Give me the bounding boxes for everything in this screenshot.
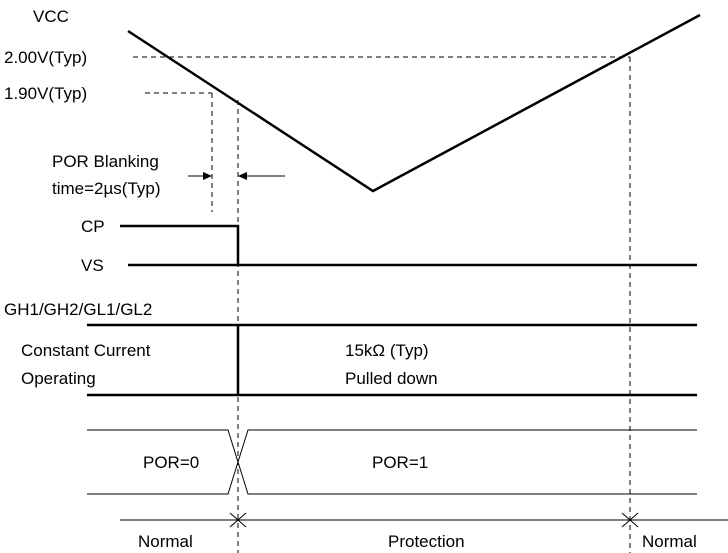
gate-state-after-line2: Pulled down bbox=[345, 369, 438, 388]
gate-state-before-line2: Operating bbox=[21, 369, 96, 388]
blanking-arrow-left-head bbox=[203, 172, 212, 180]
por-bus-lower bbox=[87, 429, 697, 495]
vcc-waveform bbox=[127, 13, 701, 193]
gate-state-before-line1: Constant Current bbox=[21, 341, 151, 360]
por-before-label: POR=0 bbox=[143, 453, 199, 472]
gate-label: GH1/GH2/GL1/GL2 bbox=[4, 300, 152, 319]
por-after-label: POR=1 bbox=[372, 453, 428, 472]
mode-normal-right: Normal bbox=[642, 532, 697, 551]
blanking-label-line2: time=2µs(Typ) bbox=[52, 179, 161, 198]
vs-label: VS bbox=[81, 256, 104, 275]
mode-boundary-right-mark bbox=[621, 512, 639, 528]
cp-label: CP bbox=[81, 217, 105, 236]
gate-state-after-line1: 15kΩ (Typ) bbox=[345, 341, 429, 360]
mode-protection: Protection bbox=[388, 532, 465, 551]
detect-threshold-label: 1.90V(Typ) bbox=[4, 84, 87, 103]
vcc-label: VCC bbox=[33, 7, 69, 26]
mode-normal-left: Normal bbox=[138, 532, 193, 551]
release-threshold-label: 2.00V(Typ) bbox=[4, 48, 87, 67]
blanking-arrow-right-head bbox=[238, 172, 247, 180]
blanking-label-line1: POR Blanking bbox=[52, 152, 159, 171]
cp-waveform bbox=[120, 224, 240, 265]
mode-boundary-left-mark bbox=[229, 512, 247, 528]
